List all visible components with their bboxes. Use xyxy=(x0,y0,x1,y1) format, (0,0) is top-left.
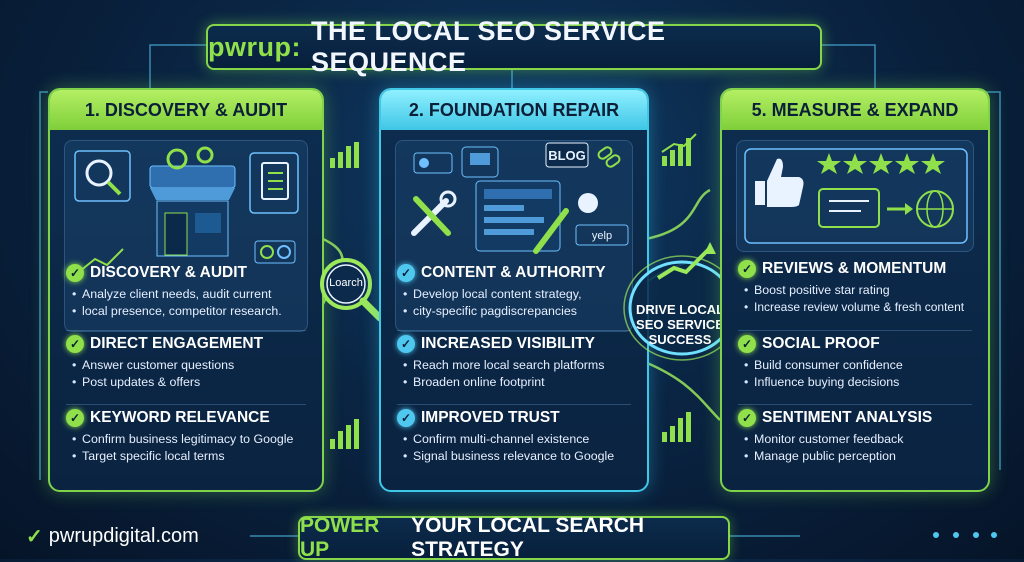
bullet-item: Signal business relevance to Google xyxy=(403,448,641,465)
badge-ring xyxy=(623,242,741,361)
section-sentiment-analysis: ✓ SENTIMENT ANALYSIS Monitor customer fee… xyxy=(738,407,986,464)
bullet-item: Increase review volume & fresh content xyxy=(744,299,986,316)
panel-heading: 5. MEASURE & EXPAND xyxy=(722,90,988,130)
wrench-icon xyxy=(411,190,457,236)
divider xyxy=(66,330,306,331)
section-keyword-relevance: ✓ KEYWORD RELEVANCE Confirm business legi… xyxy=(66,407,316,464)
bullet-item: Broaden online footprint xyxy=(403,374,641,391)
bullet-item: Answer customer questions xyxy=(72,357,316,374)
yelp-label: yelp xyxy=(592,230,612,242)
bar-chart-icon xyxy=(330,419,359,449)
panel-measure-expand: 5. MEASURE & EXPAND xyxy=(720,88,990,492)
thumbs-up-icon xyxy=(755,158,804,207)
section-reviews-momentum: ✓ REVIEWS & MOMENTUM Boost positive star … xyxy=(738,258,986,315)
section-heading: SENTIMENT ANALYSIS xyxy=(762,409,933,426)
section-heading: IMPROVED TRUST xyxy=(421,409,560,426)
screwdriver-icon xyxy=(413,196,451,236)
section-heading: REVIEWS & MOMENTUM xyxy=(762,260,947,277)
bar-chart-icon xyxy=(662,412,691,442)
divider xyxy=(738,330,972,331)
title-brand: pwrup: xyxy=(208,31,301,62)
section-direct-engagement: ✓ DIRECT ENGAGEMENT Answer customer quest… xyxy=(66,333,316,390)
divider xyxy=(397,404,631,405)
website-link[interactable]: ✓ pwrupdigital.com xyxy=(26,524,199,549)
center-badge-text: DRIVE LOCAL SEO SERVICE SUCCESS xyxy=(635,301,725,347)
section-content-authority: ✓ CONTENT & AUTHORITY Develop local conte… xyxy=(397,262,641,319)
section-heading: SOCIAL PROOF xyxy=(762,335,880,352)
bullet-item: Monitor customer feedback xyxy=(744,431,986,448)
banner-highlight: POWER UP xyxy=(300,514,380,561)
title-text: THE LOCAL SEO SERVICE SEQUENCE xyxy=(310,16,666,77)
bullet-item: Post updates & offers xyxy=(72,374,316,391)
banner-text: YOUR LOCAL SEARCH STRATEGY xyxy=(411,514,645,561)
section-heading: DIRECT ENGAGEMENT xyxy=(90,335,264,352)
globe-icon xyxy=(916,190,954,228)
bullet-item: Confirm multi-channel existence xyxy=(403,431,641,448)
divider xyxy=(397,330,631,331)
bullet-item: city-specific pagdiscrepancies xyxy=(403,303,641,320)
check-icon: ✓ xyxy=(738,409,756,427)
divider xyxy=(738,404,972,405)
section-discovery-audit: ✓ DISCOVERY & AUDIT Analyze client needs,… xyxy=(66,262,316,319)
bullet-item: Develop local content strategy, xyxy=(403,286,641,303)
star-icon xyxy=(817,153,945,174)
section-heading: KEYWORD RELEVANCE xyxy=(90,409,270,426)
clipboard-icon xyxy=(261,162,289,200)
website-text: pwrupdigital.com xyxy=(48,525,199,547)
bar-chart-icon xyxy=(661,133,697,166)
panel-discovery-audit: 1. DISCOVERY & AUDIT xyxy=(48,88,324,492)
check-icon: ✓ xyxy=(738,260,756,278)
check-icon: ✓ xyxy=(397,264,415,282)
bullet-item: Manage public perception xyxy=(744,448,986,465)
link-icon xyxy=(597,146,621,168)
bullet-item: Boost positive star rating xyxy=(744,282,986,299)
page-title: pwrup: THE LOCAL SEO SERVICE SEQUENCE xyxy=(206,16,822,77)
footer-banner: POWER UP YOUR LOCAL SEARCH STRATEGY xyxy=(298,514,730,561)
magnifier-icon xyxy=(85,159,122,196)
chat-bubble-icon xyxy=(818,188,880,228)
bullet-item: Confirm business legitimacy to Google xyxy=(72,431,316,448)
section-heading: INCREASED VISIBILITY xyxy=(421,335,595,352)
check-icon: ✓ xyxy=(397,409,415,427)
bullet-item: Target specific local terms xyxy=(72,448,316,465)
section-increased-visibility: ✓ INCREASED VISIBILITY Reach more local s… xyxy=(397,333,641,390)
decorative-dots xyxy=(933,532,997,538)
bar-chart-icon xyxy=(330,142,359,168)
bullet-item: Analyze client needs, audit current xyxy=(72,286,316,303)
section-heading: DISCOVERY & AUDIT xyxy=(90,264,248,281)
check-icon: ✓ xyxy=(66,264,84,282)
bar-chart-icon xyxy=(79,248,124,272)
panel-heading: 2. FOUNDATION REPAIR xyxy=(381,90,647,130)
check-icon: ✓ xyxy=(397,335,415,353)
section-improved-trust: ✓ IMPROVED TRUST Confirm multi-channel ex… xyxy=(397,407,641,464)
blog-label-box: BLOG xyxy=(545,142,589,168)
bullet-item: local presence, competitor research. xyxy=(72,303,316,320)
panel-heading: 1. DISCOVERY & AUDIT xyxy=(50,90,322,130)
divider xyxy=(66,404,306,405)
blog-label: BLOG xyxy=(548,148,586,163)
storefront-icon xyxy=(149,165,236,257)
lens-label: Loarch xyxy=(329,277,363,289)
section-heading: CONTENT & AUTHORITY xyxy=(421,264,606,281)
check-icon: ✓ xyxy=(738,335,756,353)
measure-illustration xyxy=(736,140,974,252)
panel-foundation-repair: 2. FOUNDATION REPAIR BLOG xyxy=(379,88,649,492)
section-social-proof: ✓ SOCIAL PROOF Build consumer confidenceI… xyxy=(738,333,986,390)
magnifier-icon xyxy=(320,258,384,322)
bullet-item: Reach more local search platforms xyxy=(403,357,641,374)
check-icon: ✓ xyxy=(66,409,84,427)
bullet-item: Build consumer confidence xyxy=(744,357,986,374)
check-icon: ✓ xyxy=(66,335,84,353)
gear-icon xyxy=(166,146,214,170)
bullet-item: Influence buying decisions xyxy=(744,374,986,391)
check-icon: ✓ xyxy=(26,526,43,548)
